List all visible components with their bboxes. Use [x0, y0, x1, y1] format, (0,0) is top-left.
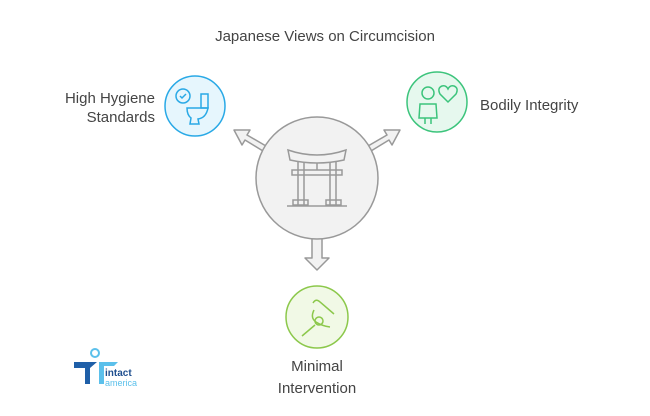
integrity-circle [406, 71, 468, 133]
hygiene-circle [164, 75, 226, 137]
node-hygiene-label: High Hygiene Standards [65, 89, 155, 127]
node-integrity-label: Bodily Integrity [480, 97, 579, 114]
center-circle [255, 116, 379, 240]
svg-text:intact: intact [105, 368, 132, 379]
person-heart-icon [418, 85, 458, 124]
hygiene-line1: High Hygiene [64, 90, 155, 107]
node-intervention-label: Minimal Intervention [217, 356, 417, 400]
intact-america-logo: intact america [74, 348, 137, 388]
intervention-line1: Minimal [291, 358, 343, 375]
svg-text:america: america [105, 378, 137, 388]
hand-gesture-icon [301, 299, 335, 337]
toilet-check-icon [175, 88, 209, 125]
hygiene-line2: Standards [86, 109, 155, 126]
intervention-line2: Intervention [277, 380, 357, 397]
arrow-down [304, 235, 330, 271]
diagram-title: Japanese Views on Circumcision [215, 28, 435, 45]
torii-gate-icon [287, 148, 347, 207]
arrow-left [233, 129, 267, 152]
arrow-right [367, 129, 401, 152]
